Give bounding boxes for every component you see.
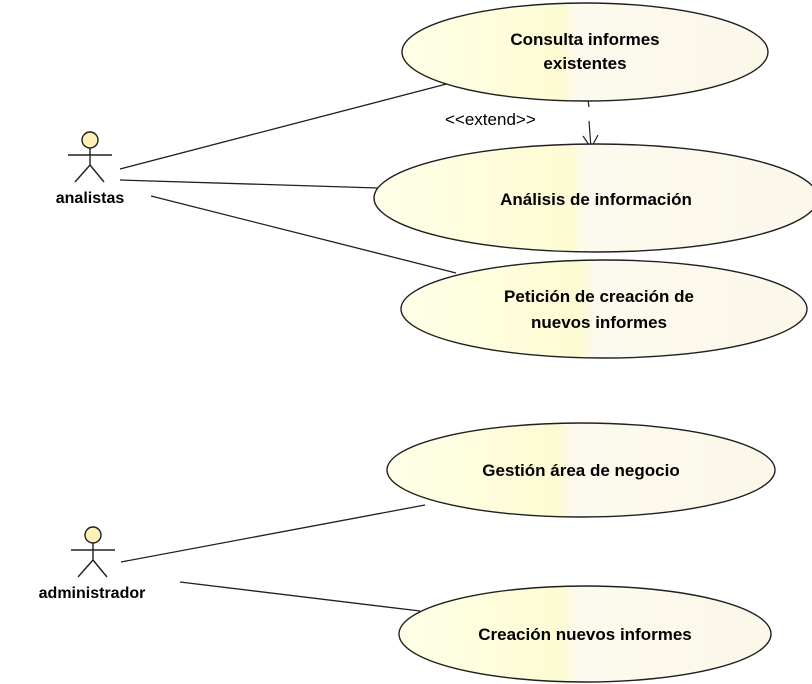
use-case-label-line: Consulta informes [510, 30, 659, 49]
association-administrador-gestion [120, 504, 426, 563]
association-analistas-consulta [119, 80, 459, 170]
association-administrador-creacion [179, 581, 421, 612]
use-case-consulta-informes[interactable]: Consulta informes existentes [401, 2, 769, 102]
use-case-label-line: Análisis de información [500, 190, 692, 209]
use-case-creacion-informes[interactable]: Creación nuevos informes [398, 585, 772, 683]
association-analistas-analisis [119, 179, 379, 189]
use-case-analisis-informacion[interactable]: Análisis de información [373, 143, 812, 253]
stick-figure-icon [68, 131, 112, 183]
use-case-label-line: Petición de creación de [504, 287, 694, 306]
actor-name: administrador [39, 585, 146, 602]
use-case-label-line: nuevos informes [531, 313, 667, 332]
use-case-label-line: Gestión área de negocio [482, 461, 679, 480]
use-case-peticion-creacion[interactable]: Petición de creación de nuevos informes [400, 259, 808, 359]
association-analistas-peticion [150, 195, 457, 274]
use-case-label-line: Creación nuevos informes [478, 625, 692, 644]
extend-stereotype-label: <<extend>> [445, 110, 536, 129]
actor-administrador[interactable]: administrador [39, 526, 146, 602]
actor-name: analistas [56, 190, 125, 207]
use-case-gestion-area[interactable]: Gestión área de negocio [386, 422, 776, 518]
actor-analistas[interactable]: analistas [56, 131, 125, 207]
stick-figure-icon [71, 526, 115, 578]
use-case-label-line: existentes [543, 54, 626, 73]
